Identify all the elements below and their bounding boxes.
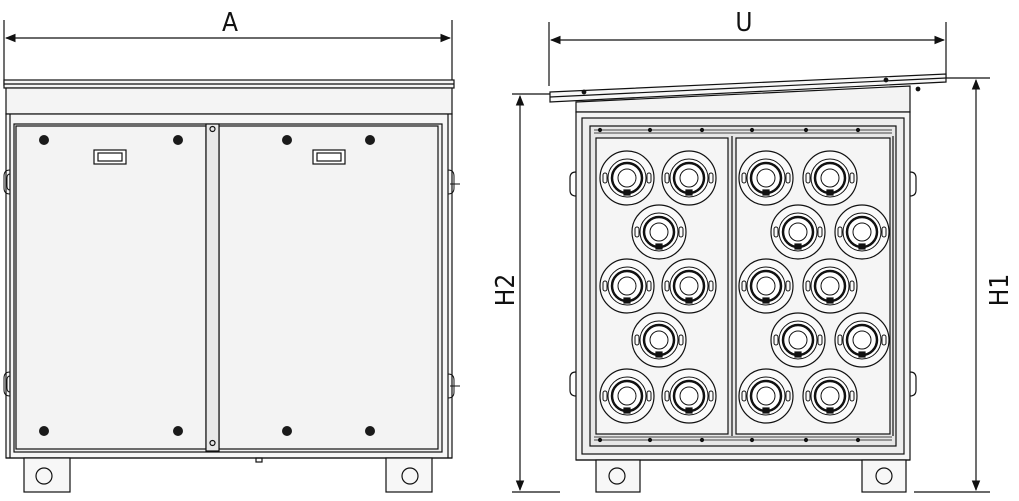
- side-base: [576, 459, 910, 493]
- front-door-left: [15, 125, 207, 450]
- foot-left: [23, 457, 71, 493]
- socket-outlet: [661, 258, 717, 314]
- front-base: [6, 457, 452, 493]
- side-roof: [549, 73, 947, 113]
- sockets: [599, 150, 890, 424]
- dimension-h1: [914, 77, 990, 493]
- socket-outlet: [738, 150, 794, 206]
- dimension-a: [3, 20, 453, 86]
- bolt: [39, 426, 49, 436]
- bolt: [173, 135, 183, 145]
- center-post: [205, 123, 220, 452]
- socket-outlet: [599, 258, 655, 314]
- socket-outlet: [834, 204, 890, 260]
- bolt: [173, 426, 183, 436]
- label-u: U: [735, 8, 752, 38]
- socket-outlet: [738, 368, 794, 424]
- socket-outlet: [661, 368, 717, 424]
- front-roof: [3, 79, 455, 115]
- dimension-u: [548, 22, 947, 86]
- socket-outlet: [802, 150, 858, 206]
- label-h2: H2: [491, 274, 521, 306]
- front-view: [3, 20, 460, 493]
- socket-outlet: [599, 368, 655, 424]
- foot-right: [385, 457, 433, 493]
- front-door-right: [218, 125, 439, 450]
- door-bolts: [39, 135, 375, 436]
- bolt: [39, 135, 49, 145]
- socket-outlet: [802, 258, 858, 314]
- bolt: [282, 135, 292, 145]
- socket-outlet: [599, 150, 655, 206]
- hinges: [3, 169, 460, 399]
- label-a: A: [222, 8, 238, 38]
- side-foot-left: [595, 459, 641, 493]
- side-view: [512, 22, 990, 493]
- bolt: [282, 426, 292, 436]
- socket-outlet: [738, 258, 794, 314]
- bolt: [365, 426, 375, 436]
- socket-outlet: [770, 312, 826, 368]
- label-h1: H1: [985, 274, 1015, 306]
- socket-outlet: [631, 204, 687, 260]
- socket-outlet: [802, 368, 858, 424]
- socket-outlet: [631, 312, 687, 368]
- bolt: [365, 135, 375, 145]
- side-foot-right: [861, 459, 907, 493]
- dimension-labels: A U H2 H1: [222, 8, 1015, 306]
- socket-outlet: [770, 204, 826, 260]
- socket-outlet: [834, 312, 890, 368]
- socket-outlet: [661, 150, 717, 206]
